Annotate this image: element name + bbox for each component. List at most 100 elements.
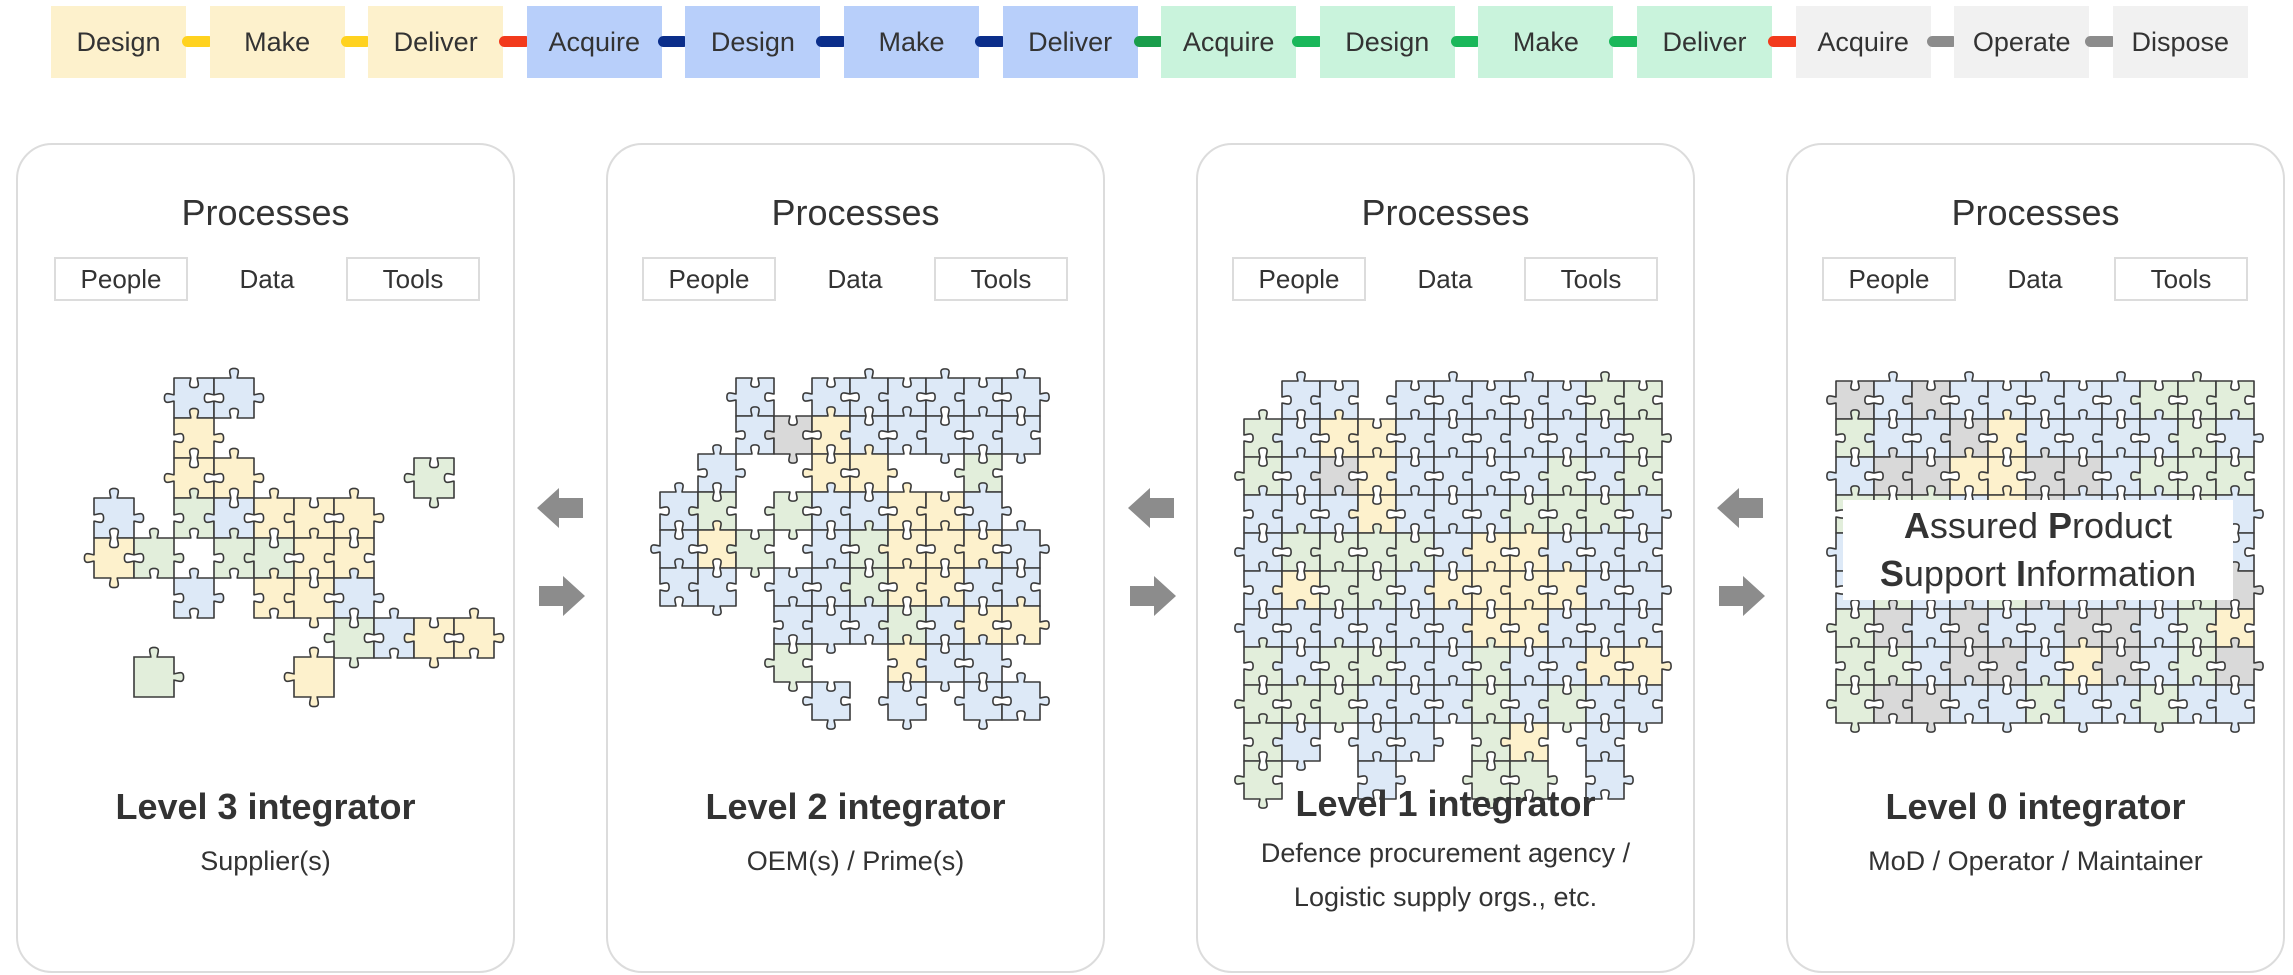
lifecycle-connector	[1609, 36, 1641, 47]
puzzle-piece-icon	[173, 567, 225, 619]
puzzle-piece-icon	[1826, 684, 1875, 733]
puzzle-piece-icon	[93, 487, 145, 539]
lifecycle-connector	[499, 36, 531, 47]
puzzle-piece-icon	[878, 681, 927, 730]
lifecycle-stage-make: Make	[209, 6, 345, 78]
integrator-title: Level 1 integrator	[1295, 783, 1596, 824]
puzzle-piece-icon	[1001, 672, 1050, 721]
lifecycle-connector	[340, 36, 373, 47]
puzzle-piece-icon	[1395, 713, 1444, 762]
lifecycle-stage-deliver: Deliver	[1637, 6, 1772, 78]
lifecycle-connector	[1133, 36, 1166, 47]
puzzle-piece-icon	[83, 537, 135, 589]
puzzle-piece-icon	[1357, 751, 1406, 800]
people-chip: People	[642, 257, 776, 301]
arrow-left-icon	[1717, 488, 1763, 528]
people-chip: People	[1822, 257, 1956, 301]
lifecycle-connector	[2085, 36, 2117, 47]
arrow-right-icon	[1130, 576, 1176, 616]
arrow-right-icon	[539, 576, 585, 616]
puzzle-piece-icon	[213, 447, 265, 499]
tools-chip: Tools	[2114, 257, 2248, 301]
lifecycle-stage-design: Design	[685, 6, 821, 78]
integrator-subtitle: Defence procurement agency /	[1260, 838, 1631, 868]
integrator-title: Level 0 integrator	[1885, 786, 2186, 827]
lifecycle-stage-operate: Operate	[1954, 6, 2090, 78]
lifecycle-connector	[1292, 36, 1324, 47]
puzzle-piece-icon	[1234, 760, 1283, 809]
puzzle-piece-icon	[954, 681, 1003, 730]
lifecycle-connector	[1450, 36, 1483, 47]
lifecycle-connector	[657, 36, 690, 47]
arrow-right-icon	[1719, 576, 1765, 616]
lifecycle-connector	[816, 36, 848, 47]
lifecycle-stage-design: Design	[1319, 6, 1455, 78]
lifecycle-stage-dispose: Dispose	[2112, 6, 2248, 78]
puzzle-piece-icon	[688, 567, 737, 616]
integrator-subtitle: Supplier(s)	[200, 846, 331, 876]
integrator-subtitle-line-2: Logistic supply orgs., etc.	[1293, 882, 1598, 912]
processes-heading: Processes	[1951, 192, 2120, 233]
puzzle-piece-icon	[213, 367, 265, 419]
apsi-label: Assured Product Support Information	[1843, 500, 2233, 600]
puzzle-piece-icon	[1001, 596, 1050, 645]
puzzle-piece-icon	[283, 646, 335, 708]
people-chip: People	[54, 257, 188, 301]
puzzle-piece-icon	[333, 487, 385, 539]
puzzle-diagram	[650, 368, 1050, 730]
lifecycle-connector	[182, 36, 214, 47]
data-chip: Data	[1968, 257, 2102, 301]
puzzle-piece-icon	[403, 457, 455, 509]
puzzle-pieces	[650, 368, 1050, 730]
integrator-title: Level 2 integrator	[705, 786, 1006, 827]
puzzle-piece-icon	[1001, 520, 1050, 569]
puzzle-piece-icon	[992, 415, 1041, 464]
arrow-left-icon	[1128, 488, 1174, 528]
puzzle-pieces	[83, 367, 505, 669]
processes-heading: Processes	[771, 192, 940, 233]
puzzle-piece-icon	[1585, 751, 1634, 800]
apsi-line-2: Support Information	[1879, 553, 2197, 594]
lifecycle-stage-acquire: Acquire	[1161, 6, 1297, 78]
lifecycle-stage-acquire: Acquire	[1795, 6, 1931, 78]
panel-level-3: Processes People Data Tools Level 3 inte…	[16, 143, 515, 973]
data-chip: Data	[788, 257, 922, 301]
integrator-title: Level 3 integrator	[115, 786, 416, 827]
lifecycle-stage-design: Design	[51, 6, 186, 78]
lifecycle-connector	[1926, 36, 1959, 47]
data-chip: Data	[200, 257, 334, 301]
puzzle-piece-icon	[1614, 684, 1663, 733]
puzzle-piece-icon	[802, 681, 851, 730]
data-chip: Data	[1378, 257, 1512, 301]
puzzle-piece-icon	[453, 607, 505, 659]
puzzle-pieces	[1234, 371, 1672, 809]
panel-level-1: Processes People Data Tools Level 1 inte…	[1196, 143, 1695, 973]
tools-chip: Tools	[934, 257, 1068, 301]
tools-chip: Tools	[346, 257, 480, 301]
integrator-subtitle: OEM(s) / Prime(s)	[746, 846, 965, 876]
puzzle-piece-icon	[1509, 751, 1558, 800]
lifecycle-stage-acquire: Acquire	[526, 6, 662, 78]
lifecycle-stage-make: Make	[1478, 6, 1614, 78]
panel-level-2: Processes People Data Tools Level 2 inte…	[606, 143, 1105, 973]
puzzle-piece-icon	[764, 643, 813, 692]
lifecycle-stage-deliver: Deliver	[368, 6, 504, 78]
apsi-line-1: Assured Product	[1903, 505, 2173, 546]
tools-chip: Tools	[1524, 257, 1658, 301]
lifecycle-stage-make: Make	[844, 6, 979, 78]
puzzle-piece-icon	[1001, 368, 1050, 417]
lifecycle-connector	[1768, 36, 1800, 47]
processes-heading: Processes	[181, 192, 350, 233]
puzzle-piece-icon	[133, 646, 185, 698]
lifecycle-bar: Design Make Deliver Acquire Design Make Delive…	[0, 0, 2293, 90]
people-chip: People	[1232, 257, 1366, 301]
panel-level-0: Processes People Data Tools Assured Prod…	[1786, 143, 2285, 973]
puzzle-diagram	[1234, 371, 1672, 809]
puzzle-piece-icon	[2206, 684, 2255, 733]
puzzle-piece-icon	[1272, 722, 1321, 771]
arrow-left-icon	[537, 488, 583, 528]
lifecycle-connector	[975, 36, 1007, 47]
processes-heading: Processes	[1361, 192, 1530, 233]
lifecycle-stage-deliver: Deliver	[1002, 6, 1138, 78]
integrator-subtitle: MoD / Operator / Maintainer	[1868, 846, 2203, 876]
